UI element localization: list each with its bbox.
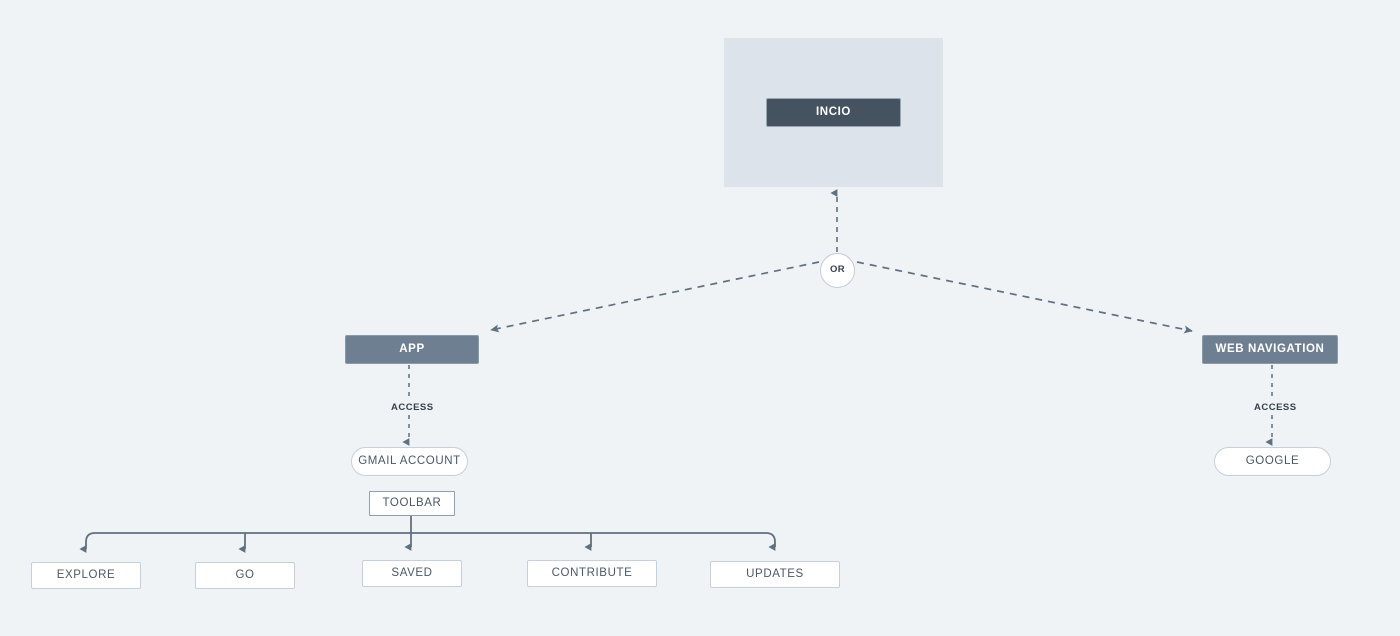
node-app-label: APP [399,343,425,356]
node-contribute-label: CONTRIBUTE [551,567,633,580]
edge-label-access-right-text: ACCESS [1254,402,1297,413]
node-toolbar-label: TOOLBAR [382,497,442,510]
edge-bus-left-branch [79,532,411,553]
edge-label-access-left: ACCESS [388,402,437,413]
node-web-navigation-label: WEB NAVIGATION [1215,343,1325,356]
node-toolbar[interactable]: TOOLBAR [369,491,455,516]
node-updates-label: UPDATES [746,568,804,581]
node-incio[interactable]: INCIO [766,98,901,127]
node-saved-label: SAVED [391,567,433,580]
node-gmail-account-label: GMAIL ACCOUNT [358,455,461,468]
edge-or-to-web-navigation [856,261,1193,334]
node-saved[interactable]: SAVED [362,560,462,587]
edge-bus-right-branch [411,532,776,551]
node-contribute[interactable]: CONTRIBUTE [527,560,657,587]
node-incio-label: INCIO [816,106,851,119]
node-explore[interactable]: EXPLORE [31,562,141,589]
edge-label-access-right: ACCESS [1251,402,1300,413]
node-go-label: GO [235,569,255,582]
node-or-label: OR [829,264,846,276]
node-google-label: GOOGLE [1245,455,1300,468]
edge-label-access-left-text: ACCESS [391,402,434,413]
node-explore-label: EXPLORE [56,569,116,582]
edge-or-to-app [490,261,820,333]
node-or[interactable]: OR [820,253,855,288]
node-google[interactable]: GOOGLE [1214,447,1331,476]
node-go[interactable]: GO [195,562,295,589]
node-web-navigation[interactable]: WEB NAVIGATION [1202,335,1338,364]
node-gmail-account[interactable]: GMAIL ACCOUNT [351,447,468,476]
node-app[interactable]: APP [345,335,479,364]
node-updates[interactable]: UPDATES [710,561,840,588]
